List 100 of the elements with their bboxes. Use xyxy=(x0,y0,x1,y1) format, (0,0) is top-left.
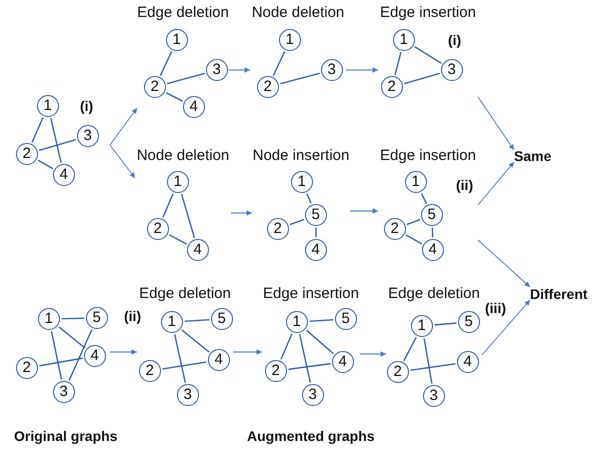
graph-edge xyxy=(174,334,186,383)
graph-drawing xyxy=(386,285,482,408)
graph-vertex: 2 xyxy=(384,218,406,240)
graph-vertex: 5 xyxy=(210,308,233,330)
graph-vertex: 1 xyxy=(160,310,183,333)
arrow xyxy=(110,144,136,178)
graph-edge xyxy=(406,218,420,226)
graph-vertex: 3 xyxy=(76,124,99,147)
graph-vertex: 4 xyxy=(182,96,205,118)
graph-edge xyxy=(31,117,44,143)
graph-edge xyxy=(403,336,417,362)
graph-edge xyxy=(306,193,312,204)
graph-edge xyxy=(288,363,331,370)
graph-edge xyxy=(290,218,304,226)
graph-vertex: 1 xyxy=(404,170,427,193)
graph-edge xyxy=(62,318,84,320)
graph-drawing xyxy=(252,147,350,262)
arrow xyxy=(232,349,262,355)
step-heading: Edge deletion xyxy=(138,285,232,302)
graph-edge xyxy=(181,329,210,353)
graph-drawing xyxy=(135,147,231,262)
step-heading: Edge deletion xyxy=(387,285,481,302)
arrow xyxy=(350,208,378,214)
graph-edge xyxy=(39,358,83,366)
graph-edge xyxy=(410,363,456,371)
arrow xyxy=(478,96,514,150)
graph-vertex: 1 xyxy=(286,310,308,333)
graph-vertex: 3 xyxy=(320,58,343,81)
graph-edge xyxy=(306,330,334,354)
graph-vertex: 2 xyxy=(138,360,161,382)
graph-vertex: 1 xyxy=(36,94,59,117)
graph-edge xyxy=(168,234,188,245)
graph-vertex: 2 xyxy=(256,76,279,98)
graph-edge xyxy=(414,46,442,64)
graph-edge xyxy=(394,52,402,75)
graph-vertex: 1 xyxy=(410,314,433,337)
arrow xyxy=(230,210,252,216)
graph-vertex: 4 xyxy=(186,238,209,261)
graph-vertex: 1 xyxy=(166,170,189,193)
graph-edge xyxy=(68,329,92,381)
graph-vertex: 4 xyxy=(422,238,444,261)
graph-vertex: 1 xyxy=(290,170,313,193)
graph-vertex: 4 xyxy=(304,238,327,261)
graph-vertex: 2 xyxy=(264,360,287,382)
graph-vertex: 5 xyxy=(86,306,108,329)
result-label: Different xyxy=(530,286,588,302)
graph-vertex: 3 xyxy=(52,380,75,403)
graph-edge xyxy=(58,326,86,349)
graph-vertex: 4 xyxy=(332,350,354,373)
graph-edge xyxy=(315,228,317,238)
graph-tag: (i) xyxy=(80,98,94,114)
graph-vertex: 4 xyxy=(84,344,106,367)
step-heading: Edge insertion xyxy=(379,4,477,21)
graph-vertex: 1 xyxy=(38,308,60,330)
graph-edge xyxy=(434,322,456,326)
graph-vertex: 4 xyxy=(208,348,230,371)
graph-edge xyxy=(166,92,184,102)
graph-tag: (iii) xyxy=(485,300,506,316)
arrow xyxy=(110,108,138,146)
step-heading: Node deletion xyxy=(250,4,346,21)
graph-vertex: 3 xyxy=(206,58,228,81)
graph-edge xyxy=(50,118,62,163)
graph-vertex: 2 xyxy=(16,356,38,379)
graph-tag: (ii) xyxy=(124,308,142,324)
graph-edge xyxy=(162,361,207,370)
graph-edge xyxy=(184,319,210,322)
graph-drawing xyxy=(14,305,110,405)
graph-vertex: 3 xyxy=(302,384,324,406)
graph-vertex: 1 xyxy=(392,28,415,51)
graph-edge xyxy=(162,193,174,218)
graph-vertex: 5 xyxy=(420,204,443,226)
step-heading: Edge insertion xyxy=(379,147,477,164)
graph-vertex: 5 xyxy=(334,308,357,330)
graph-edge xyxy=(272,51,286,76)
graph-edge xyxy=(404,72,440,84)
graph-vertex: 4 xyxy=(456,350,479,373)
graph-vertex: 5 xyxy=(458,310,480,333)
step-heading: Node deletion xyxy=(136,147,230,164)
arrow xyxy=(228,67,250,73)
graph-edge xyxy=(166,72,206,84)
arrow xyxy=(110,349,138,355)
graph-edge xyxy=(180,194,196,238)
graph-edge xyxy=(38,160,54,170)
graph-edge xyxy=(432,228,434,238)
graph-vertex: 3 xyxy=(176,384,199,406)
graph-drawing xyxy=(262,285,360,408)
graph-tag: (i) xyxy=(448,32,462,48)
graph-vertex: 1 xyxy=(278,28,301,51)
graph-vertex: 2 xyxy=(266,218,289,240)
caption-label: Augmented graphs xyxy=(247,428,375,444)
graph-edge xyxy=(280,333,293,360)
graph-vertex: 3 xyxy=(440,58,463,81)
arrow xyxy=(360,351,386,357)
result-label: Same xyxy=(514,148,552,164)
graph-vertex: 3 xyxy=(422,384,445,407)
graph-vertex: 5 xyxy=(304,204,327,226)
graph-edge xyxy=(50,331,62,380)
caption-label: Original graphs xyxy=(14,428,118,444)
graph-vertex: 2 xyxy=(16,142,38,165)
graph-vertex: 1 xyxy=(166,28,188,51)
